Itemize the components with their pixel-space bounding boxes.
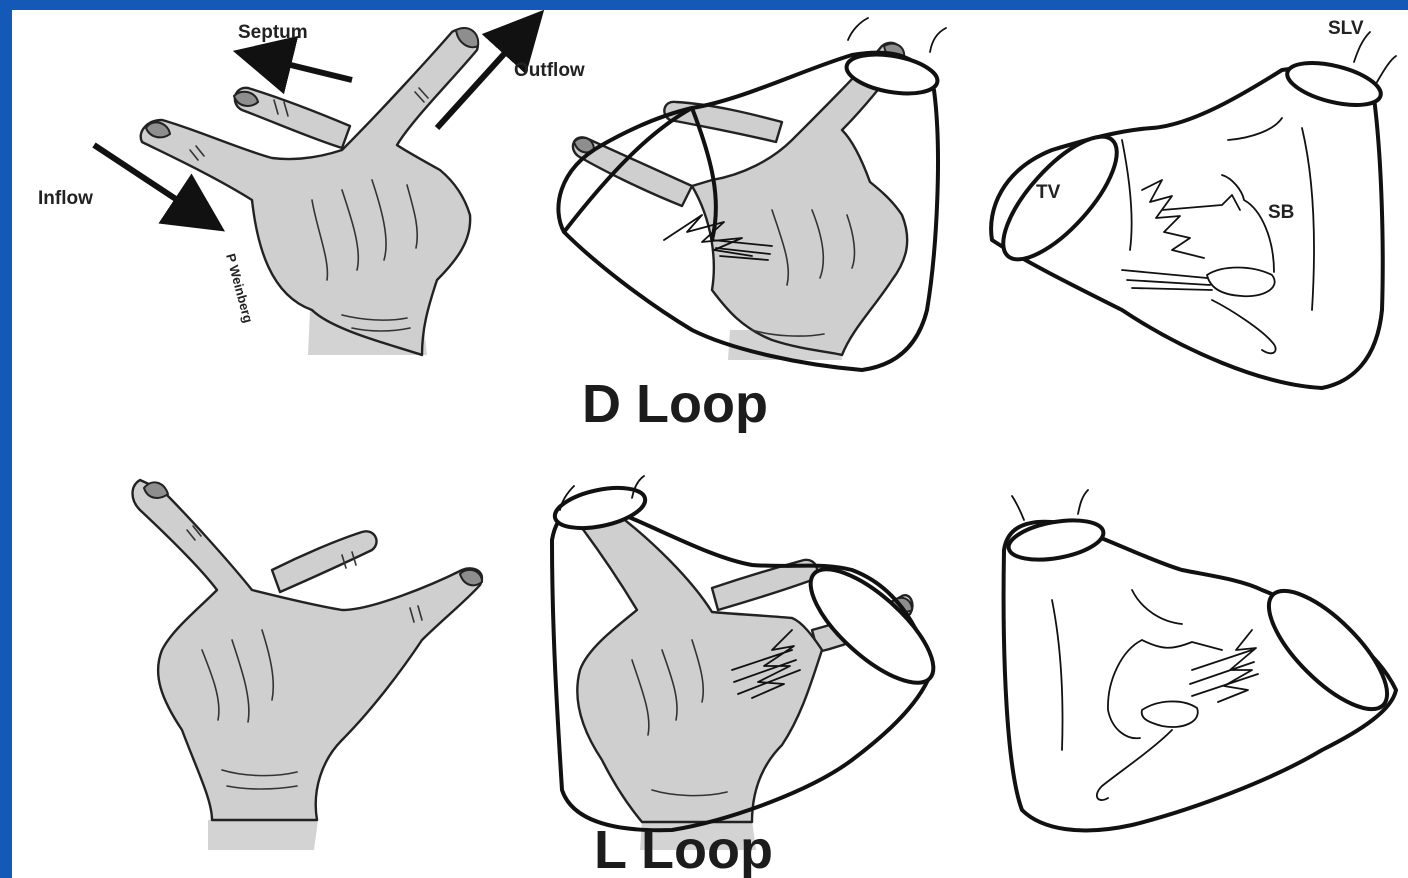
l-loop-hand-heart-panel: [551, 476, 950, 850]
l-loop-heart-panel: [1004, 490, 1405, 830]
l-loop-hand-panel: [133, 480, 483, 850]
d-loop-hand-heart-panel: [558, 18, 946, 370]
diagram-canvas: Septum Outflow Inflow P Weinberg S: [12, 10, 1408, 878]
slv-valve: [1283, 55, 1385, 113]
middle-finger: [664, 102, 782, 142]
left-hand: [133, 480, 482, 820]
middle-finger: [272, 531, 377, 592]
l-loop-title: L Loop: [594, 820, 773, 878]
d-loop-heart-panel: SLV TV SB: [986, 18, 1396, 388]
outflow-valve: [1006, 514, 1107, 566]
signature: P Weinberg: [223, 252, 256, 325]
loop-diagram: Septum Outflow Inflow P Weinberg S: [12, 10, 1408, 878]
inflow-label: Inflow: [38, 188, 93, 209]
slv-label: SLV: [1328, 18, 1364, 39]
septum-label: Septum: [238, 22, 308, 43]
sb-label: SB: [1268, 202, 1294, 223]
septal-band: [1222, 175, 1274, 272]
septum-arrow: [262, 58, 352, 80]
inflow-valve: [1252, 574, 1405, 727]
tv-label: TV: [1036, 182, 1061, 203]
d-loop-hand-panel: Septum Outflow Inflow P Weinberg: [38, 22, 585, 355]
right-hand: [141, 29, 478, 355]
d-loop-title: D Loop: [582, 374, 768, 434]
inflow-valve: [794, 552, 950, 701]
chordae: [1122, 140, 1275, 296]
outflow-label: Outflow: [514, 60, 585, 81]
